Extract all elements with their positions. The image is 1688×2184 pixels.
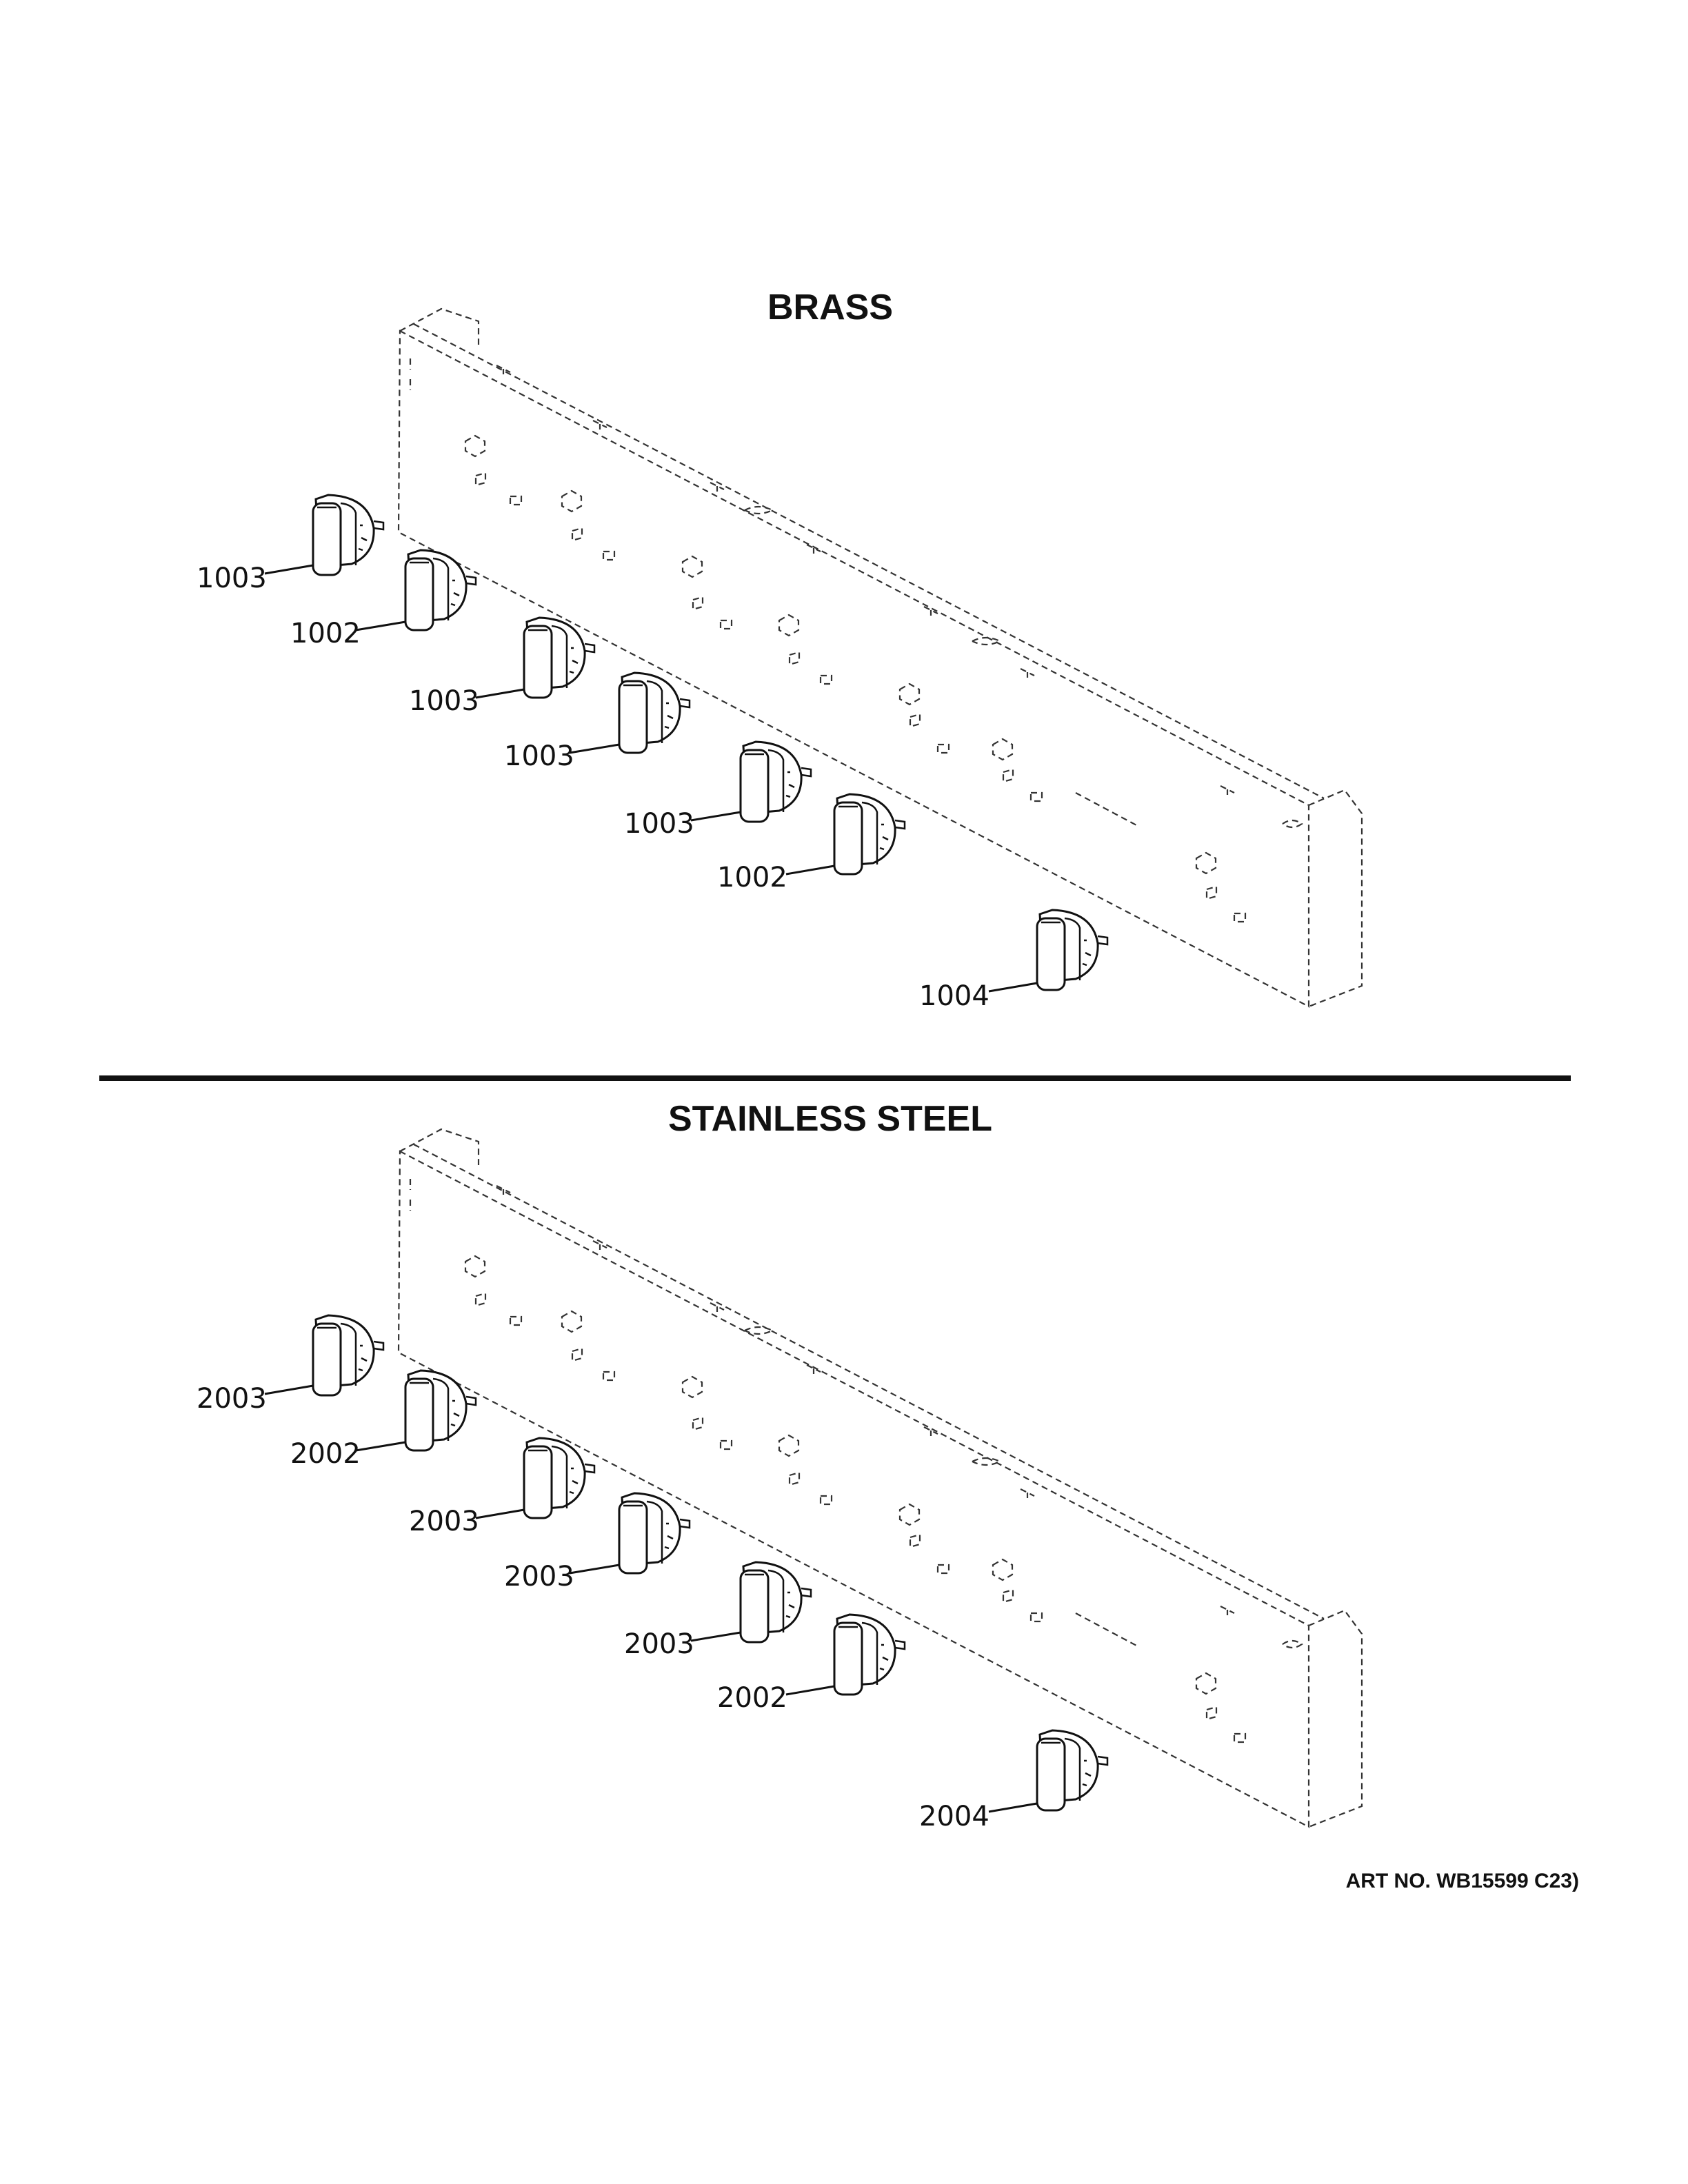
control-knob (523, 1437, 596, 1519)
leader-line (355, 620, 406, 631)
knob-1: 1003 (197, 494, 385, 594)
control-knob (404, 549, 477, 631)
control-knob (833, 1613, 906, 1696)
leader-line (569, 1564, 620, 1575)
leader-line (475, 1508, 525, 1519)
part-callout: 1003 (624, 808, 694, 840)
leader-line (569, 743, 620, 754)
part-callout: 2003 (504, 1561, 574, 1593)
control-knob (404, 1369, 477, 1452)
knob-7: 2004 (919, 1729, 1109, 1832)
leader-line (988, 982, 1038, 993)
part-callout: 2003 (197, 1383, 267, 1415)
control-knob (312, 494, 385, 576)
control-knob (618, 671, 691, 754)
leader-line (988, 1802, 1038, 1813)
knob-1: 2003 (197, 1314, 385, 1415)
section-divider (99, 1075, 1571, 1081)
control-knob (739, 740, 812, 823)
control-knob (739, 1561, 812, 1644)
part-callout: 2003 (624, 1628, 694, 1660)
part-callout: 1003 (504, 740, 574, 772)
knob-5: 1003 (624, 740, 812, 840)
knob-4: 2003 (504, 1492, 691, 1593)
knob-3: 2003 (409, 1437, 596, 1537)
knob-5: 2003 (624, 1561, 812, 1660)
leader-line (475, 688, 525, 699)
part-callout: 1003 (409, 685, 479, 717)
knob-2: 2002 (290, 1369, 477, 1470)
knob-2: 1002 (290, 549, 477, 649)
part-callout: 1003 (197, 563, 267, 594)
part-callout: 2003 (409, 1506, 479, 1537)
leader-line (264, 564, 314, 575)
part-callout: 2002 (290, 1438, 361, 1470)
control-knob (1036, 1729, 1109, 1812)
control-knob (523, 616, 596, 699)
part-callout: 2002 (717, 1682, 787, 1714)
control-knob (618, 1492, 691, 1575)
part-callout: 1002 (290, 618, 361, 649)
section-title-brass: BRASS (767, 287, 893, 327)
knob-4: 1003 (504, 671, 691, 772)
knob-6: 1002 (717, 793, 906, 893)
knob-3: 1003 (409, 616, 596, 717)
brass-section: BRASS 1003 1002 1003 1003 1003 (197, 287, 1363, 1012)
leader-line (690, 811, 741, 822)
part-callout: 2004 (919, 1801, 989, 1832)
leader-line (785, 865, 835, 876)
leader-line (785, 1685, 835, 1696)
part-callout: 1002 (717, 862, 787, 893)
section-title-stainless-steel: STAINLESS STEEL (668, 1099, 992, 1139)
knob-7: 1004 (919, 909, 1109, 1012)
art-number: ART NO. WB15599 C23) (1346, 1870, 1579, 1892)
stainless-steel-section: STAINLESS STEEL 2003 2002 2003 2003 2003 (197, 1099, 1363, 1832)
knob-6: 2002 (717, 1613, 906, 1714)
control-knob (833, 793, 906, 876)
leader-line (355, 1441, 406, 1452)
leader-line (690, 1631, 741, 1642)
control-knob (312, 1314, 385, 1397)
leader-line (264, 1384, 314, 1395)
part-callout: 1004 (919, 980, 989, 1012)
control-knob (1036, 909, 1109, 991)
